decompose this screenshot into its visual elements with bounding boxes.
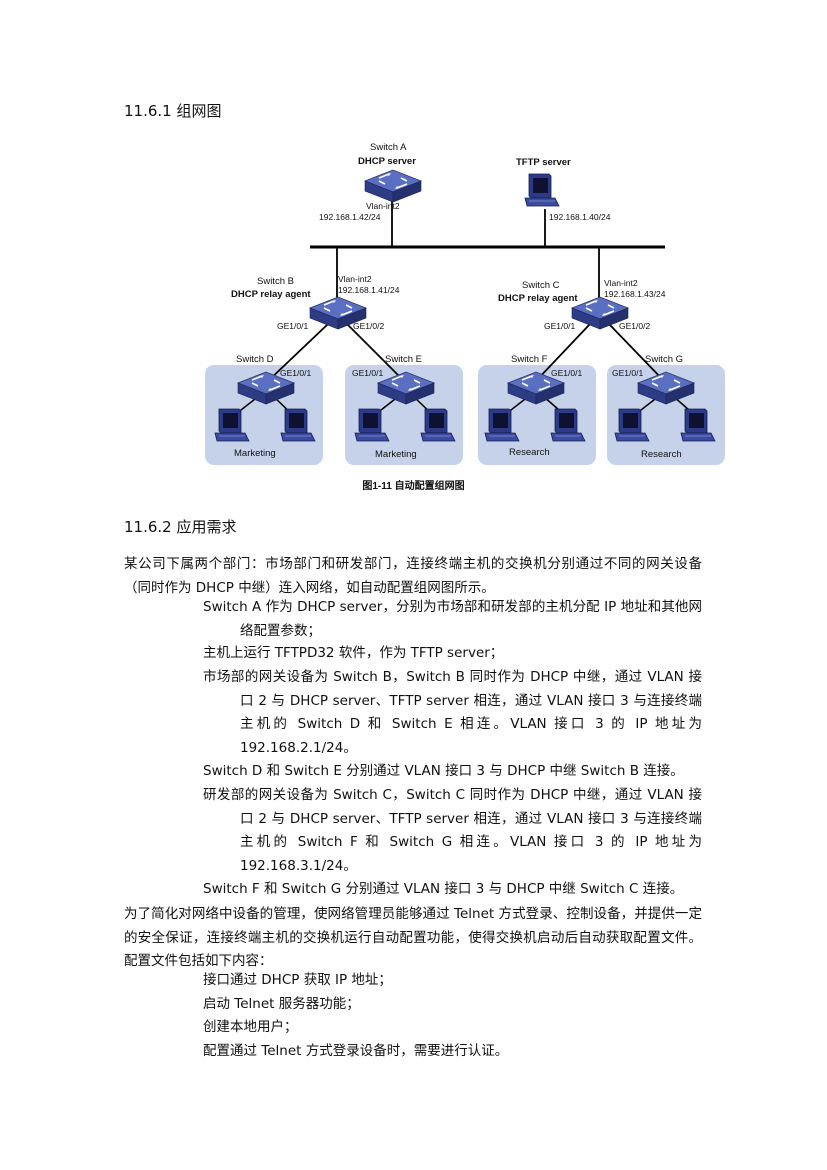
switch-a-icon [364,169,422,203]
tftp-role: TFTP server [516,157,571,168]
switch-b-role: DHCP relay agent [231,289,311,300]
switch-c-port2: GE1/0/2 [619,321,650,331]
switch-b-port1: GE1/0/1 [277,321,308,331]
link-b-e [346,323,406,383]
tftp-server-icon [524,173,560,207]
switch-b-ip: 192.168.1.41/24 [338,285,400,295]
link-b-d [266,323,329,383]
switch-b-name: Switch B [257,276,294,287]
list-item: 研发部的网关设备为 Switch C，Switch C 同时作为 DHCP 中继… [203,787,702,874]
list-item: Switch A 作为 DHCP server，分别为市场部和研发部的主机分配 … [203,599,702,639]
link-c-f [534,323,591,383]
section-heading-requirements: 11.6.2 应用需求 [124,518,237,536]
switch-b-iface: Vlan-int2 [338,274,372,284]
switch-g-group: Research [641,449,682,460]
switch-c-role: DHCP relay agent [498,293,578,304]
switch-g-name: Switch G [645,354,683,365]
list-item: Switch F 和 Switch G 分别通过 VLAN 接口 3 与 DHC… [203,881,684,897]
list-item: 创建本地用户； [203,1019,298,1035]
list-item: 主机上运行 TFTPD32 软件，作为 TFTP server； [203,645,504,661]
switch-f-port: GE1/0/1 [551,368,582,378]
switch-c-iface: Vlan-int2 [604,278,638,288]
switch-b-port2: GE1/0/2 [353,321,384,331]
switch-a-name: Switch A [370,142,407,153]
paragraph-config: 为了简化对网络中设备的管理，使网络管理员能够通过 Telnet 方式登录、控制设… [124,906,702,969]
switch-e-port: GE1/0/1 [352,368,383,378]
link-c-g [608,323,666,383]
switch-a-role: DHCP server [358,156,416,167]
switch-d-port: GE1/0/1 [280,368,311,378]
switch-e-name: Switch E [385,354,422,365]
list-item: 接口通过 DHCP 获取 IP 地址； [203,972,392,988]
switch-c-port1: GE1/0/1 [544,321,575,331]
section-heading-topology: 11.6.1 组网图 [124,102,222,120]
switch-f-group: Research [509,447,550,458]
switch-c-ip: 192.168.1.43/24 [604,289,666,299]
list-item: Switch D 和 Switch E 分别通过 VLAN 接口 3 与 DHC… [203,763,684,779]
list-item: 启动 Telnet 服务器功能； [203,996,360,1012]
network-diagram: Switch A DHCP server Vlan-int2 192.168.1… [205,142,725,465]
switch-a-iface: Vlan-int2 [366,201,400,211]
switch-c-name: Switch C [522,280,560,291]
switch-e-group: Marketing [375,449,417,460]
figure-caption: 图1-11 自动配置组网图 [362,481,465,492]
list-item: 市场部的网关设备为 Switch B，Switch B 同时作为 DHCP 中继… [203,669,702,756]
switch-a-ip: 192.168.1.42/24 [319,212,381,222]
paragraph-intro: 某公司下属两个部门：市场部门和研发部门，连接终端主机的交换机分别通过不同的网关设… [124,556,702,596]
tftp-ip: 192.168.1.40/24 [549,212,611,222]
list-item: 配置通过 Telnet 方式登录设备时，需要进行认证。 [203,1043,509,1059]
switch-d-name: Switch D [236,354,274,365]
switch-g-port: GE1/0/1 [612,368,643,378]
switch-f-name: Switch F [511,354,548,365]
switch-d-group: Marketing [234,448,276,459]
